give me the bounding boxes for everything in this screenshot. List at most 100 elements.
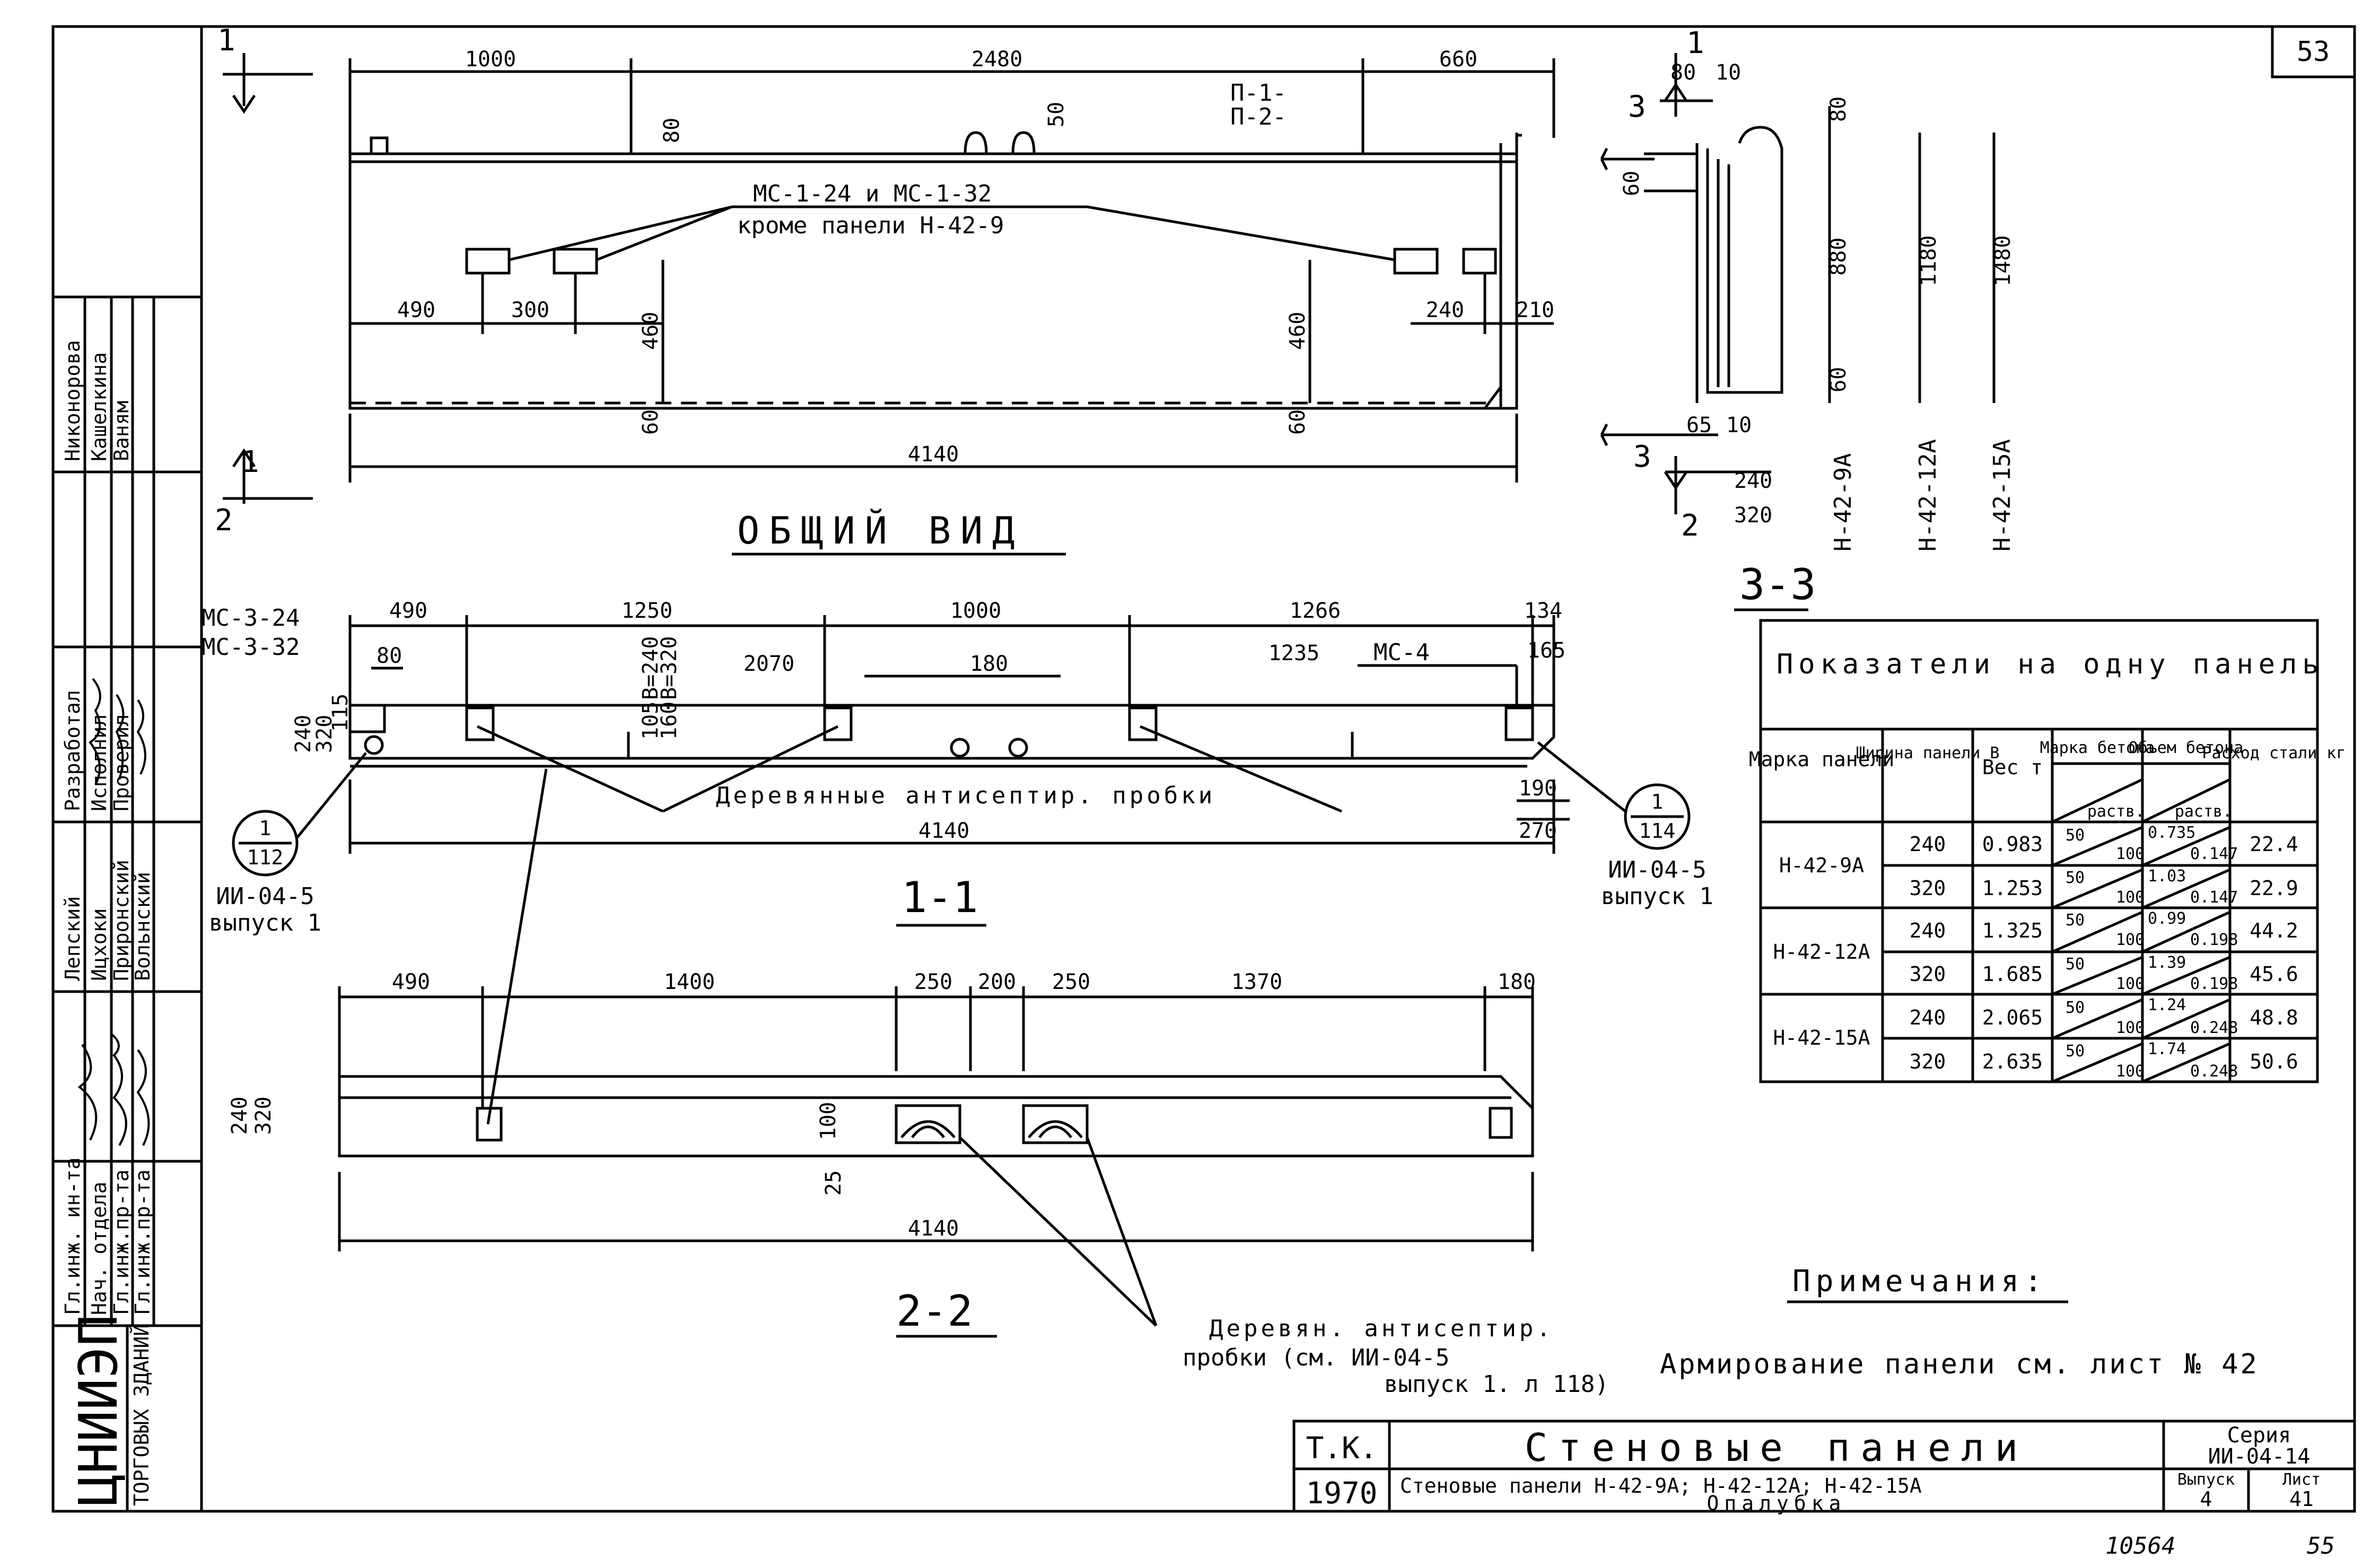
cell-grade: 50	[2066, 998, 2085, 1017]
th-weight: Вес т	[1982, 756, 2043, 779]
gv-dim-460-right: 460	[1285, 312, 1310, 350]
s22-note-line3: выпуск 1. л 118)	[1384, 1371, 1609, 1398]
cell-weight: 1.253	[1982, 877, 2043, 900]
gv-dim-50: 50	[1044, 102, 1069, 127]
s33-dim-240: 240	[1734, 469, 1772, 493]
cell-vol: 1.39	[2148, 953, 2186, 972]
cell-grade2: 100	[2116, 845, 2145, 863]
s11-node-right-den: 114	[1639, 819, 1676, 843]
table-row: 240 0.983 50 100 0.735 0.147 22.4	[1910, 824, 2298, 863]
s22-dim-4140: 4140	[908, 1216, 959, 1241]
s22-dim-1400: 1400	[664, 970, 715, 994]
name-a-1: Лепский	[61, 896, 84, 981]
org-subtitle: ТОРГОВЫХ ЗДАНИЙ	[130, 1324, 153, 1506]
page-number: 55	[2307, 1532, 2335, 1560]
name-b-2: Кашелкина	[88, 352, 111, 461]
cell-width: 320	[1910, 1050, 1946, 1073]
cell-vol2: 0.147	[2190, 888, 2238, 907]
cell-width: 240	[1910, 1006, 1946, 1029]
s11-node-left-ref2: выпуск 1	[209, 909, 321, 936]
tb-sheet: 41	[2289, 1487, 2314, 1511]
s11-node-left-ref: ИИ-04-5	[216, 883, 314, 910]
cell-grade: 50	[2066, 911, 2085, 930]
table-row: 240 1.325 50 100 0.99 0.198 44.2	[1910, 909, 2298, 949]
s22-dim-250-left: 250	[914, 970, 952, 994]
cell-width: 320	[1910, 877, 1946, 900]
sheet-number: 53	[2297, 36, 2330, 68]
cell-vol2: 0.248	[2190, 1062, 2238, 1081]
table-row: 320 1.253 50 100 1.03 0.147 22.9	[1910, 867, 2298, 907]
role-4: Гл.инж.пр-та	[131, 1169, 154, 1315]
s22-dim-250-right: 250	[1052, 970, 1090, 994]
gv-dim-210: 210	[1516, 298, 1554, 322]
s11-dim-190: 190	[1519, 776, 1557, 801]
table-row: 320 2.635 50 100 1.74 0.248 50.6	[1910, 1040, 2298, 1081]
s33-dim-1180: 1180	[1917, 235, 1941, 286]
table-row: 240 2.065 50 100 1.24 0.248 48.8	[1910, 996, 2298, 1037]
gv-callout-except: кроме панели Н-42-9	[737, 212, 1004, 239]
s11-dim-134: 134	[1524, 599, 1562, 623]
gv-loop-p2: П-2-	[1230, 103, 1287, 130]
tb-issue-label: Выпуск	[2177, 1470, 2235, 1489]
s22-dim-490: 490	[392, 970, 430, 994]
s33-panel-9a: Н-42-9А	[1830, 453, 1857, 551]
row-mark-9a: Н-42-9А	[1779, 854, 1864, 877]
s11-dim-490: 490	[389, 599, 427, 623]
name-a-4: Вольнский	[131, 872, 154, 981]
role-2: Нач. отдела	[88, 1181, 111, 1315]
section-3-3: 80 10 80 60 880 60 1180 1480 65 10 240 3…	[1600, 26, 2016, 611]
s11-dim-160: 160	[657, 702, 681, 740]
th-steel: Расход стали кг	[2202, 744, 2346, 763]
tb-sheet-label: Лист	[2282, 1470, 2321, 1489]
name-a-3: Приронский	[110, 860, 133, 981]
s11-dim-b320: В=320	[657, 636, 681, 700]
cell-weight: 1.325	[1982, 919, 2043, 942]
cell-steel: 48.8	[2250, 1006, 2298, 1029]
gv-callout-ms1: МС-1-24 и МС-1-32	[753, 180, 992, 207]
section-2-2: 490 1400 250 200 250 1370 180 240 320 10…	[228, 768, 1609, 1398]
s33-dim-1480: 1480	[1991, 235, 2015, 286]
gv-dim-660: 660	[1439, 47, 1477, 72]
s11-ms4: МС-4	[1373, 639, 1430, 666]
cell-vol: 1.24	[2148, 996, 2186, 1014]
stamp-roles: Гл.инж. ин-та Нач. отдела Гл.инж.пр-та Г…	[61, 340, 154, 1506]
th-sub-2: раств.	[2175, 802, 2232, 821]
cell-grade2: 100	[2116, 1062, 2145, 1081]
s22-dim-1370: 1370	[1231, 970, 1282, 994]
gv-dim-4140: 4140	[908, 442, 959, 467]
s11-ms3-32: МС-3-32	[202, 634, 300, 661]
s11-node-right-ref2: выпуск 1	[1601, 883, 1713, 910]
cell-grade: 50	[2066, 955, 2085, 974]
role-1: Гл.инж. ин-та	[61, 1158, 84, 1315]
role-b-1: Разработал	[61, 690, 84, 811]
name-b-3: Ваням	[110, 401, 133, 461]
s11-dim-240: 240	[291, 715, 316, 753]
tb-series-label: Серия	[2227, 1423, 2291, 1448]
notes-title: Примечания:	[1792, 1264, 2048, 1299]
th-volume: Объем бетона	[2129, 739, 2244, 757]
cell-vol: 1.03	[2148, 867, 2186, 886]
gv-dim-240: 240	[1426, 298, 1464, 322]
gv-dim-300: 300	[511, 298, 549, 322]
s33-dim-10-bottom: 10	[1726, 413, 1752, 437]
s33-mark-2: 2	[1681, 509, 1699, 543]
s11-node-right-ref: ИИ-04-5	[1608, 856, 1706, 883]
cell-grade: 50	[2066, 826, 2085, 845]
tb-series: ИИ-04-14	[2208, 1444, 2311, 1469]
outer-frame	[51, 25, 2356, 1513]
cell-steel: 22.9	[2250, 877, 2298, 900]
table-title: Показатели на одну панель	[1777, 649, 2324, 680]
s11-dim-80: 80	[377, 644, 402, 668]
gv-dim-490: 490	[397, 298, 435, 322]
general-view-title: ОБЩИЙ ВИД	[737, 509, 1024, 553]
cell-width: 240	[1910, 919, 1946, 942]
s11-dim-270: 270	[1519, 819, 1557, 843]
th-sub-1: раств.	[2087, 802, 2145, 821]
cell-vol2: 0.248	[2190, 1019, 2238, 1037]
tb-subtitle: Стеновые панели Н-42-9А; Н-42-12А; Н-42-…	[1400, 1474, 1922, 1497]
s11-dim-180: 180	[970, 652, 1008, 676]
cell-grade: 50	[2066, 869, 2085, 887]
s33-dim-10: 10	[1716, 60, 1741, 85]
